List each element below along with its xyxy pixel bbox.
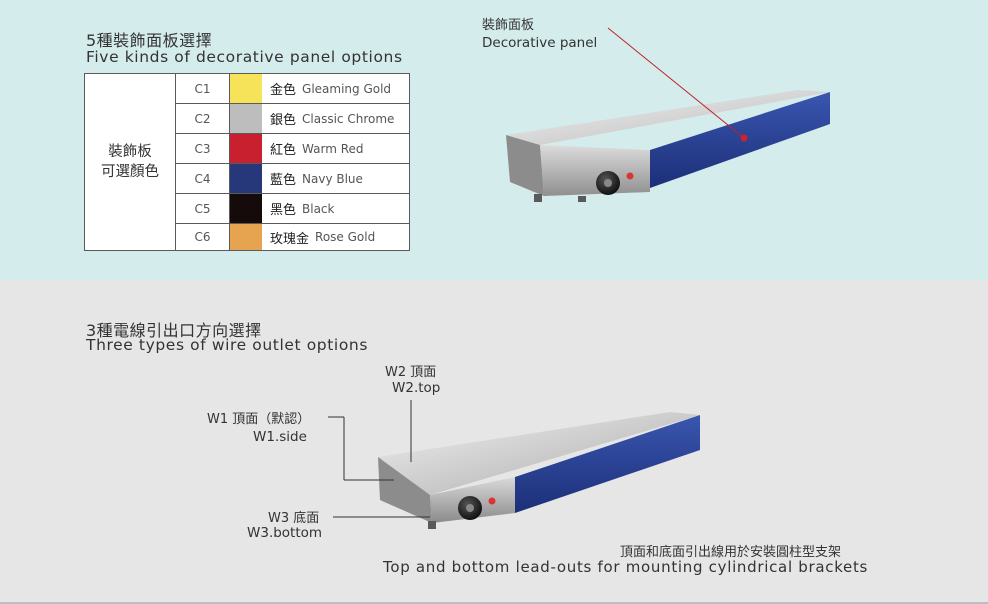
- w2-label-en: W2.top: [392, 380, 441, 396]
- option-name-en: Black: [302, 201, 335, 216]
- option-name-zh: 紅色: [270, 143, 297, 158]
- w1-label-en: W1.side: [253, 429, 307, 445]
- option-name-en: Navy Blue: [302, 171, 363, 186]
- table-row: 裝飾板 可選顏色 C1 金色 Gleaming Gold: [84, 73, 410, 251]
- option-code: C3: [175, 133, 230, 164]
- option-code: C1: [175, 73, 230, 104]
- heater-panel-illustration: [378, 412, 700, 529]
- group-label-line2: 可選顏色: [101, 164, 159, 180]
- color-swatch: [230, 134, 262, 163]
- w3-label-en: W3.bottom: [247, 525, 323, 541]
- indicator-light-icon: [626, 172, 634, 180]
- option-cell: 銀色 Classic Chrome: [229, 103, 410, 134]
- table-row: C6 玫瑰金 Rose Gold: [85, 223, 410, 251]
- option-name-zh: 銀色: [270, 113, 297, 128]
- option-name-en: Gleaming Gold: [302, 81, 392, 96]
- option-name-en: Warm Red: [302, 141, 364, 156]
- option-cell: 玫瑰金 Rose Gold: [229, 223, 410, 251]
- panel-section-title-zh: 5種裝飾面板選擇: [86, 31, 213, 50]
- option-name-zh: 玫瑰金: [270, 231, 310, 247]
- color-swatch: [230, 224, 262, 250]
- option-name-en: Classic Chrome: [302, 111, 395, 126]
- wire-section-title-en: Three types of wire outlet options: [86, 336, 369, 354]
- option-name-zh: 金色: [270, 83, 297, 98]
- color-swatch: [230, 74, 262, 103]
- decorative-panel-label-zh: 裝飾面板: [482, 18, 535, 33]
- color-swatch: [230, 194, 262, 223]
- color-swatch: [230, 104, 262, 133]
- option-cell: 黑色 Black: [229, 193, 410, 224]
- bottom-divider: [0, 602, 988, 604]
- w2-label-zh: W2 頂面: [385, 365, 437, 380]
- option-cell: 金色 Gleaming Gold: [229, 73, 410, 104]
- group-label-cell: 裝飾板 可選顏色: [84, 73, 176, 251]
- option-name-zh: 黑色: [270, 203, 297, 218]
- w3-label-zh: W3 底面: [268, 511, 320, 526]
- panel-section-title-en: Five kinds of decorative panel options: [86, 48, 403, 66]
- option-name-zh: 藍色: [270, 173, 297, 188]
- decorative-panel-shape: [650, 92, 830, 188]
- option-name-en: Rose Gold: [315, 230, 376, 244]
- caption-en: Top and bottom lead-outs for mounting cy…: [383, 558, 869, 576]
- w1-label-zh: W1 頂面（默認）: [207, 412, 311, 427]
- wire-section-title-zh: 3種電線引出口方向選擇: [86, 321, 262, 340]
- group-label-line1: 裝飾板: [108, 144, 152, 160]
- option-code: C6: [175, 223, 230, 251]
- indicator-light-icon: [488, 497, 496, 505]
- color-swatch: [230, 164, 262, 193]
- decorative-panel-label-en: Decorative panel: [482, 35, 598, 51]
- caption-zh: 頂面和底面引出線用於安裝圓柱型支架: [620, 545, 842, 560]
- heater-panel-illustration: [506, 27, 830, 202]
